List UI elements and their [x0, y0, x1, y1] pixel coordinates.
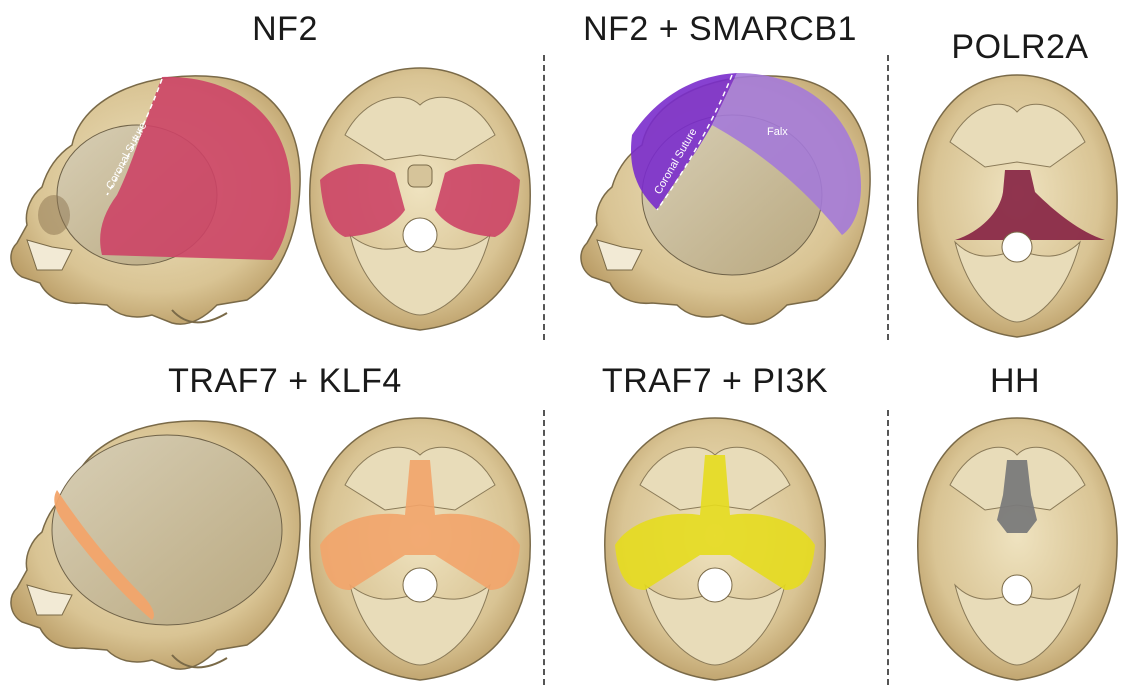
traf7-klf4-skull-base: [305, 415, 535, 685]
nf2-lateral-skull: Coronal Suture: [2, 65, 302, 340]
title-polr2a: POLR2A: [930, 28, 1110, 67]
traf7-klf4-lateral-skull: [2, 410, 302, 685]
divider-top-right: [887, 55, 889, 340]
title-hh: HH: [960, 362, 1070, 401]
polr2a-skull-base: [915, 72, 1120, 342]
falx-label: Falx: [767, 126, 788, 138]
foramen-magnum: [698, 568, 732, 602]
title-traf7-pi3k: TRAF7 + PI3K: [575, 362, 855, 401]
nf2-skull-base: [305, 65, 535, 335]
nf2-smarcb1-lateral-skull: Coronal Suture Falx: [572, 65, 872, 340]
divider-bottom-left: [543, 410, 545, 685]
title-traf7-klf4: TRAF7 + KLF4: [140, 362, 430, 401]
sella: [408, 165, 432, 187]
title-nf2: NF2: [215, 10, 355, 49]
foramen-magnum: [403, 218, 437, 252]
title-nf2-smarcb1: NF2 + SMARCB1: [570, 10, 870, 49]
foramen-magnum: [403, 568, 437, 602]
hh-skull-base: [915, 415, 1120, 685]
foramen-magnum: [1002, 232, 1032, 262]
traf7-pi3k-skull-base: [600, 415, 830, 685]
orbit: [38, 195, 70, 235]
divider-top-left: [543, 55, 545, 340]
divider-bottom-right: [887, 410, 889, 685]
foramen-magnum: [1002, 575, 1032, 605]
inner-cavity: [52, 435, 282, 625]
